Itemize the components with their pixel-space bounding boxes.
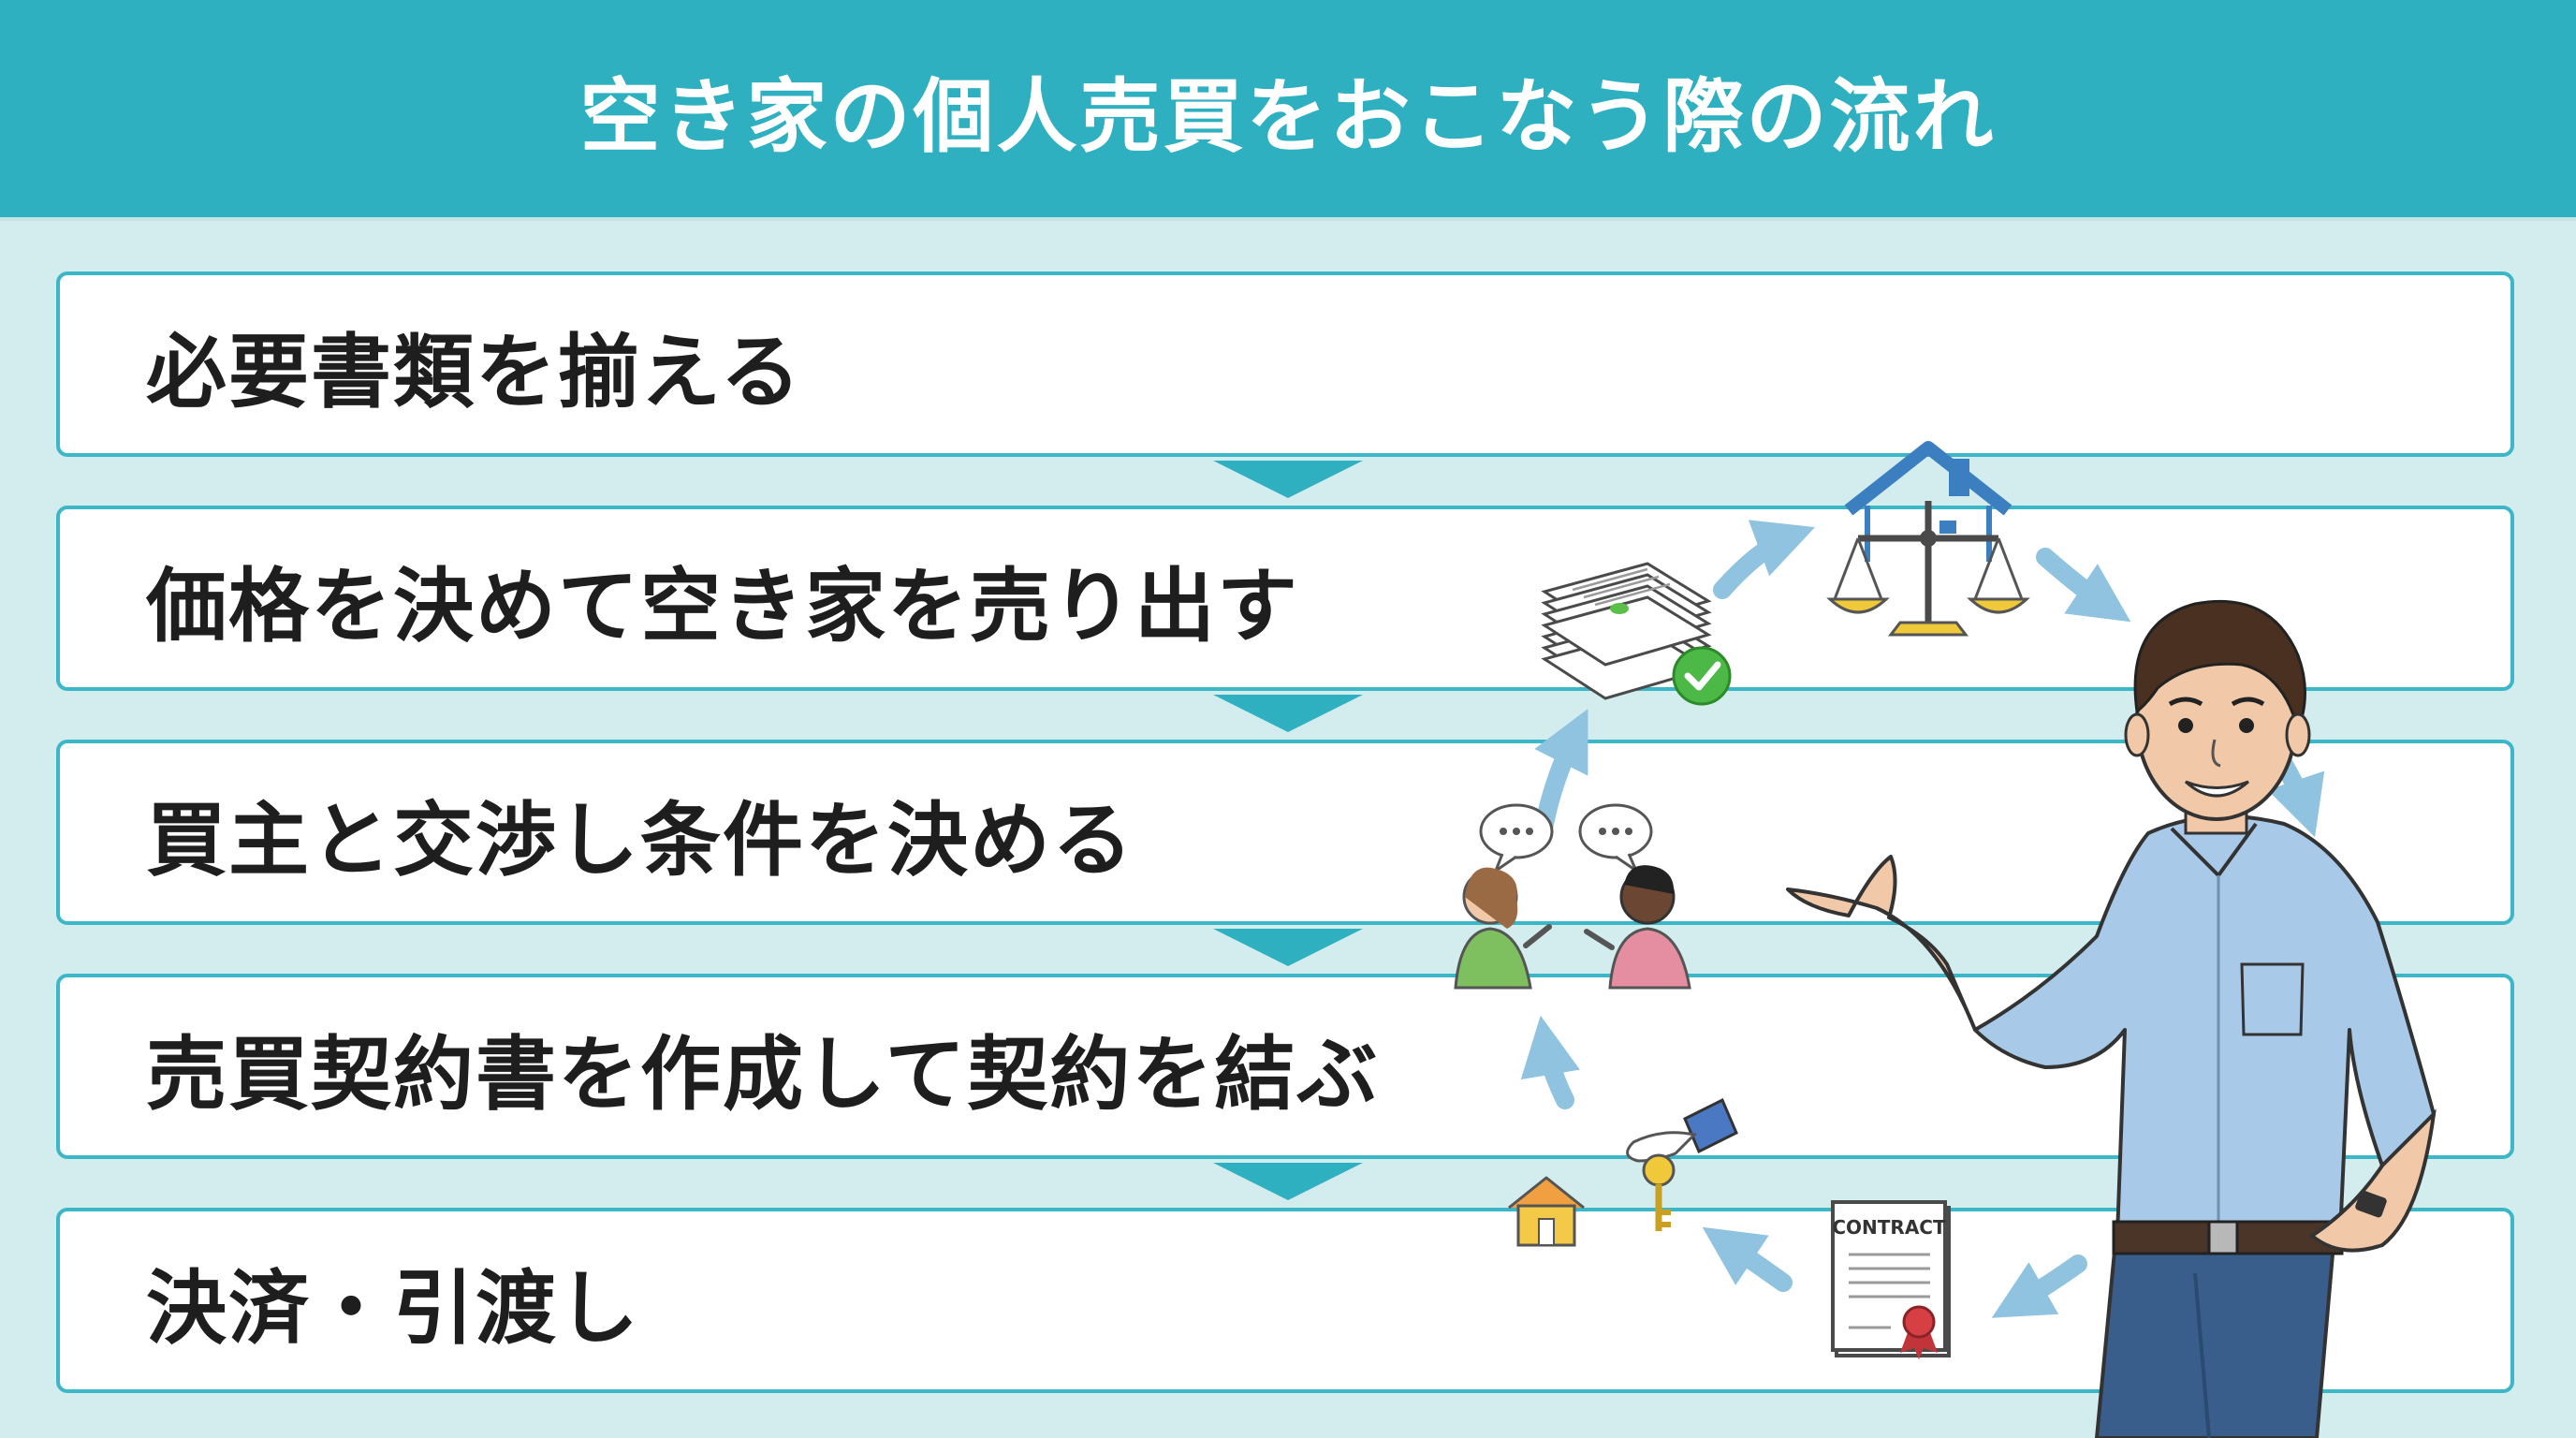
contract-icon: CONTRACT [1831,1200,1951,1357]
step-5-box: 決済・引渡し [56,1208,2514,1393]
step-connector-1 [1213,461,1363,498]
step-2-label: 価格を決めて空き家を売り出す [146,559,1299,653]
cycle-arrow-icon [1520,520,2325,1318]
speech-bubble-icon [1479,803,1653,875]
house-scale-icon [1826,441,2030,637]
page-title: 空き家の個人売買をおこなう際の流れ [579,69,1997,164]
people-talking-icon [1454,865,1691,990]
contract-text: CONTRACT [1832,1216,1946,1239]
step-3-label: 買主と交渉し条件を決める [146,793,1134,888]
step-1-label: 必要書類を揃える [146,325,803,419]
step-connector-4 [1213,1163,1363,1200]
step-connector-3 [1213,929,1363,966]
checkmark-icon [1672,646,1732,706]
step-5-label: 決済・引渡し [146,1261,640,1356]
small-house-icon [1508,1176,1585,1247]
step-4-label: 売買契約書を作成して契約を結ぶ [146,1027,1380,1122]
step-connector-2 [1213,695,1363,732]
documents-icon [1541,562,1712,700]
ribbon-seal-icon [1900,1305,1938,1359]
step-3-box: 買主と交渉し条件を決める [56,740,2514,925]
presenter-person [1786,599,2437,1438]
header-banner: 空き家の個人売買をおこなう際の流れ [0,0,2576,217]
step-1-box: 必要書類を揃える [56,271,2514,457]
hand-key-icon [1626,1097,1738,1231]
